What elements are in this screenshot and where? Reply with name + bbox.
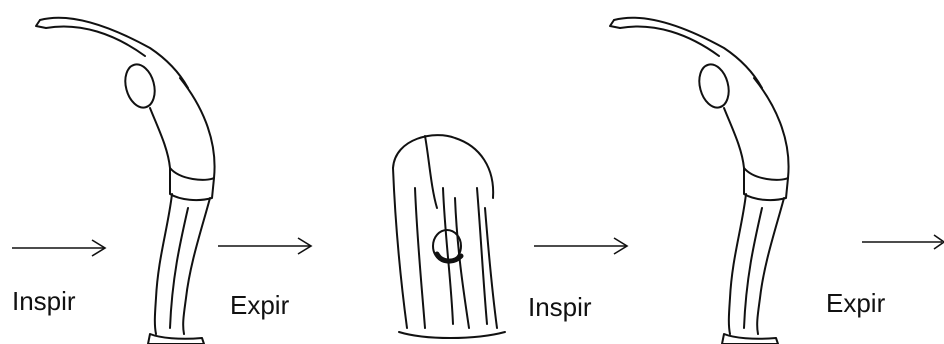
forward-fold-figure <box>385 128 510 344</box>
arrow-right-icon <box>216 236 316 256</box>
label-expir-1: Expir <box>230 292 289 318</box>
backbend-figure-1 <box>30 8 220 344</box>
label-inspir-2: Inspir <box>528 294 592 320</box>
label-expir-2: Expir <box>826 290 885 316</box>
arrow-right-icon <box>860 232 944 252</box>
backbend-figure-2 <box>604 8 794 344</box>
